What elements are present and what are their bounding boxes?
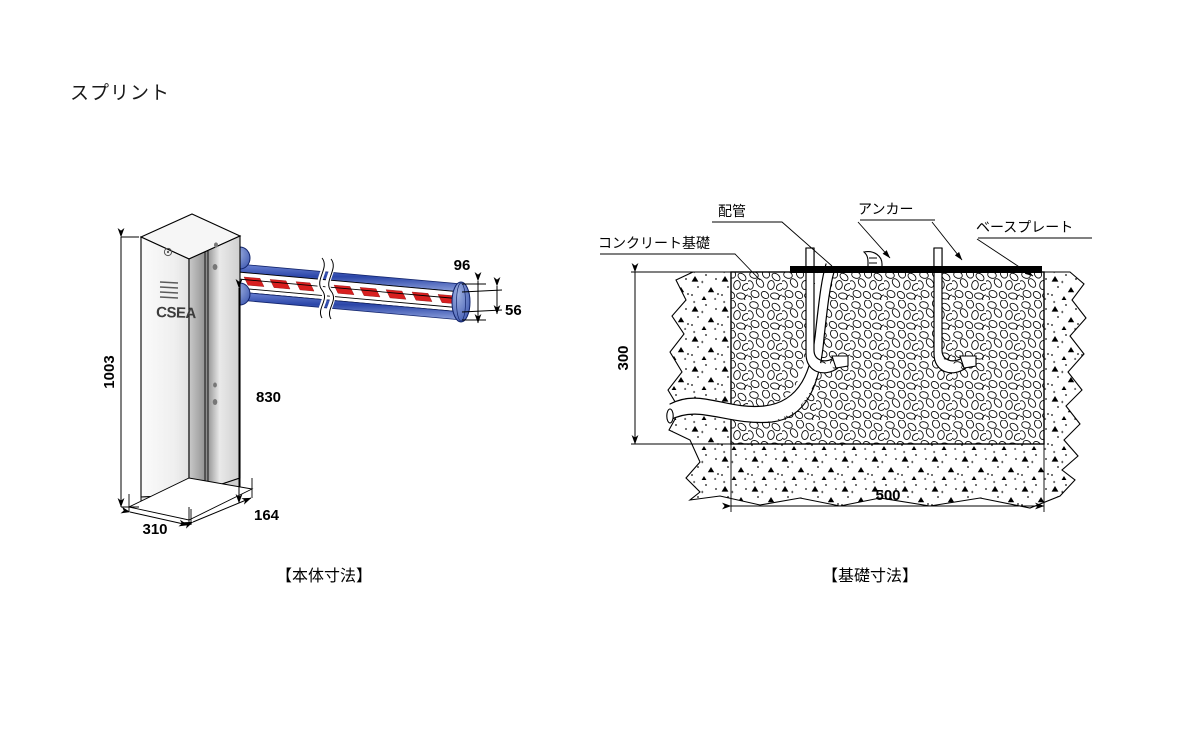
svg-text:CSEA: CSEA	[156, 304, 197, 322]
dim-96-label: 96	[454, 257, 471, 274]
dimension-300: 300	[615, 263, 733, 445]
dimension-96: 96	[454, 257, 486, 324]
dim-830-label: 830	[256, 389, 281, 406]
break-symbol	[319, 257, 335, 320]
dim-310-label: 310	[142, 521, 167, 538]
brand-logo: CSEA	[156, 304, 197, 322]
dim-1003-label: 1003	[101, 355, 118, 388]
label-anchor: アンカー	[858, 201, 913, 217]
base-plate	[790, 266, 1042, 273]
dim-300-label: 300	[615, 345, 632, 370]
boom-arm	[229, 246, 471, 323]
anchor-bolt-left	[805, 247, 849, 374]
dimension-500: 500	[722, 444, 1045, 512]
side-fixings	[212, 242, 218, 405]
label-base-plate: ベースプレート	[976, 219, 1073, 235]
dimension-1003: 1003	[101, 228, 139, 508]
dim-164-label: 164	[254, 507, 280, 524]
lock-icon	[163, 247, 173, 257]
body-drawing-group: CSEA 1003 830 310	[101, 213, 522, 538]
page-title: スプリント	[70, 83, 171, 104]
dimension-164: 164	[183, 478, 280, 529]
conduit-pipe	[662, 263, 835, 424]
foundation-drawing-group: 配管 アンカー ベースプレート コンクリート基礎 300 500	[598, 201, 1092, 512]
vent-slots	[159, 281, 179, 299]
label-concrete: コンクリート基礎	[598, 235, 710, 251]
dim-56-label: 56	[505, 302, 522, 319]
dim-500-label: 500	[875, 487, 900, 504]
label-leaders	[600, 219, 1092, 281]
dimension-56: 56	[461, 277, 522, 319]
dimension-830: 830	[235, 279, 281, 504]
caption-foundation-dimensions: 【基礎寸法】	[822, 568, 919, 585]
caption-body-dimensions: 【本体寸法】	[276, 568, 373, 585]
anchor-bolt-right	[933, 247, 977, 374]
barrier-cabinet: CSEA	[127, 213, 254, 521]
label-pipe: 配管	[718, 203, 746, 219]
